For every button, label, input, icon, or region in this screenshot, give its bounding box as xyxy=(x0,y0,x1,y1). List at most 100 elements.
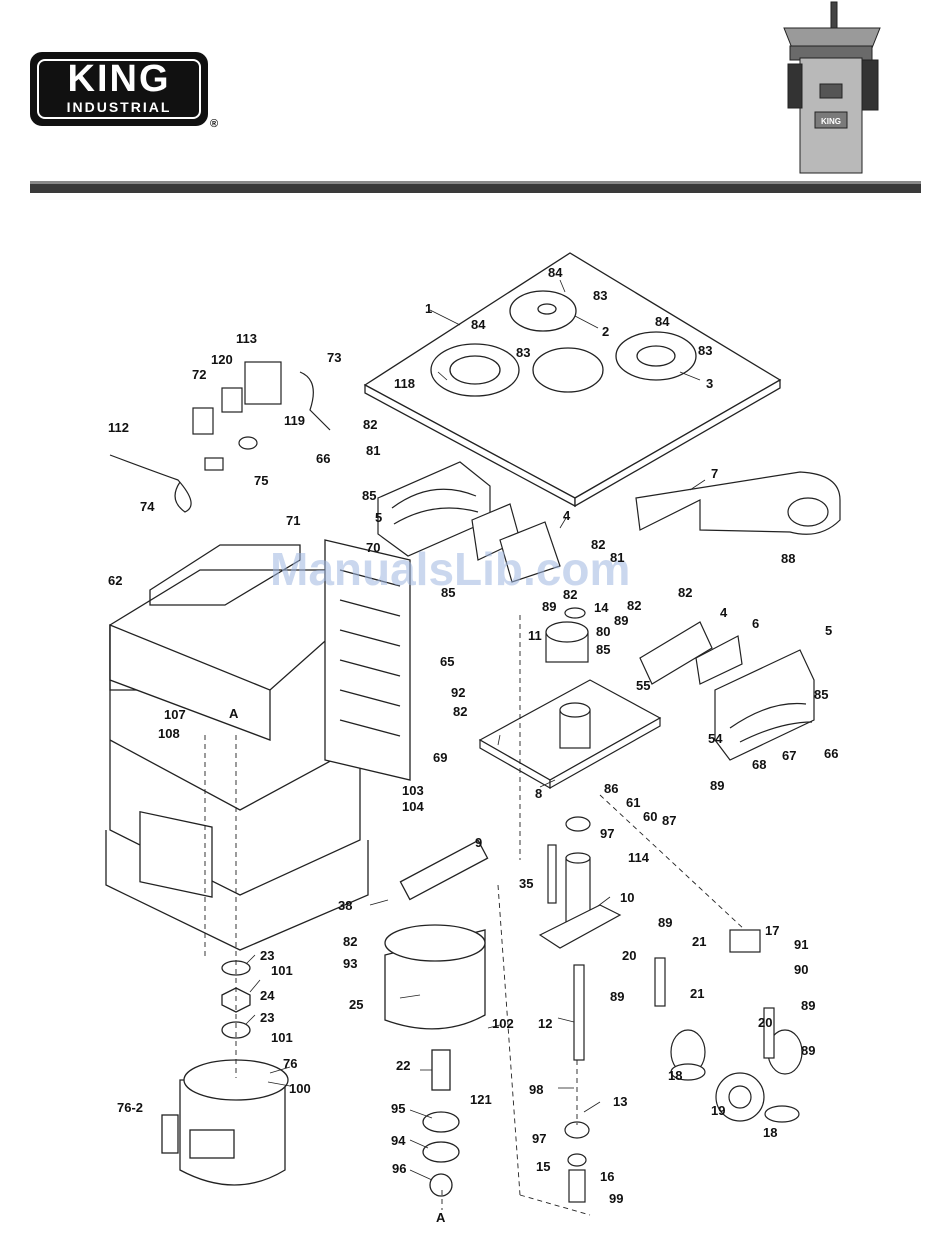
callout-87: 87 xyxy=(662,813,676,828)
callout-99: 99 xyxy=(609,1191,623,1206)
header-rule xyxy=(30,181,921,193)
callout-89-f: 89 xyxy=(801,998,815,1013)
callout-72: 72 xyxy=(192,367,206,382)
callout-18-left: 18 xyxy=(668,1068,682,1083)
electrical-parts xyxy=(109,361,331,513)
callout-54: 54 xyxy=(708,731,723,746)
callout-24: 24 xyxy=(260,988,275,1003)
callout-101-upper: 101 xyxy=(271,963,293,978)
callout-5-left: 5 xyxy=(375,510,382,525)
callout-100: 100 xyxy=(289,1081,311,1096)
callout-83-right: 83 xyxy=(698,343,712,358)
callout-112: 112 xyxy=(108,420,129,435)
callout-66-right: 66 xyxy=(824,746,838,761)
callout-103: 103 xyxy=(402,783,424,798)
watermark: ManualsLib.com xyxy=(270,543,630,595)
trunnion-assembly xyxy=(377,461,841,761)
callout-101-lower: 101 xyxy=(271,1030,293,1045)
callout-61: 61 xyxy=(626,795,640,810)
motor-assembly xyxy=(161,839,489,1197)
table-top xyxy=(363,252,782,508)
callout-92: 92 xyxy=(451,685,465,700)
leader-lines xyxy=(245,279,706,1181)
callout-89-g: 89 xyxy=(801,1043,815,1058)
callout-89-c: 89 xyxy=(710,778,724,793)
callout-19: 19 xyxy=(711,1103,725,1118)
callout-76: 76 xyxy=(283,1056,297,1071)
callout-81-left: 81 xyxy=(366,443,380,458)
callout-80: 80 xyxy=(596,624,610,639)
callout-85-d: 85 xyxy=(814,687,828,702)
callout-3: 3 xyxy=(706,376,713,391)
callout-91: 91 xyxy=(794,937,808,952)
motor-plate xyxy=(478,607,662,790)
callout-13: 13 xyxy=(613,1094,627,1109)
callout-4-lower: 4 xyxy=(720,605,728,620)
callout-7: 7 xyxy=(711,466,718,481)
header-rule-highlight xyxy=(30,181,921,184)
callout-22: 22 xyxy=(396,1058,410,1073)
callout-62: 62 xyxy=(108,573,122,588)
callout-1: 1 xyxy=(425,301,432,316)
callout-2: 2 xyxy=(602,324,609,339)
callout-82-b: 82 xyxy=(591,537,605,552)
callout-74: 74 xyxy=(140,499,155,514)
callout-12: 12 xyxy=(538,1016,552,1031)
callout-93: 93 xyxy=(343,956,357,971)
machine-thumbnail: KING xyxy=(783,1,881,174)
logo-brand-sub: INDUSTRIAL xyxy=(66,99,172,115)
callout-23-lower: 23 xyxy=(260,1010,274,1025)
callout-98: 98 xyxy=(529,1082,543,1097)
callout-95: 95 xyxy=(391,1101,405,1116)
callout-9: 9 xyxy=(475,835,482,850)
callout-84-left: 84 xyxy=(471,317,486,332)
callout-60: 60 xyxy=(643,809,657,824)
callout-82-a: 82 xyxy=(363,417,377,432)
registered-mark: ® xyxy=(210,118,219,130)
callout-86: 86 xyxy=(604,781,618,796)
callout-84-right: 84 xyxy=(655,314,670,329)
callout-88: 88 xyxy=(781,551,795,566)
callout-97-lower: 97 xyxy=(532,1131,546,1146)
callout-83-left: 83 xyxy=(516,345,530,360)
callout-82-e: 82 xyxy=(678,585,692,600)
callout-76-2: 76-2 xyxy=(117,1100,143,1115)
callout-55: 55 xyxy=(636,678,650,693)
callout-8: 8 xyxy=(535,786,542,801)
callout-119: 119 xyxy=(284,413,305,428)
callout-11: 11 xyxy=(528,628,542,643)
callout-114: 114 xyxy=(628,850,650,865)
callout-17: 17 xyxy=(765,923,779,938)
callout-118: 118 xyxy=(394,376,415,391)
callout-120: 120 xyxy=(211,352,233,367)
callout-85-c: 85 xyxy=(596,642,610,657)
callout-102: 102 xyxy=(492,1016,514,1031)
callout-82-c: 82 xyxy=(563,587,577,602)
callout-18-right: 18 xyxy=(763,1125,777,1140)
callout-35: 35 xyxy=(519,876,533,891)
callout-5-right: 5 xyxy=(825,623,832,638)
callout-82-g: 82 xyxy=(343,934,357,949)
callout-20-left: 20 xyxy=(622,948,636,963)
callout-16: 16 xyxy=(600,1169,614,1184)
callout-104: 104 xyxy=(402,799,424,814)
callout-75: 75 xyxy=(254,473,268,488)
callout-69: 69 xyxy=(433,750,447,765)
king-industrial-logo: KING INDUSTRIAL xyxy=(30,52,208,126)
callout-21-upper: 21 xyxy=(692,934,706,949)
callout-108: 108 xyxy=(158,726,180,741)
callout-82-f: 82 xyxy=(453,704,467,719)
callout-89-a: 89 xyxy=(542,599,556,614)
callout-81-right: 81 xyxy=(610,550,624,565)
spindle-assembly xyxy=(538,816,803,1203)
callout-89-d: 89 xyxy=(658,915,672,930)
callout-15: 15 xyxy=(536,1159,550,1174)
callout-73: 73 xyxy=(327,350,341,365)
logo-brand-name: KING xyxy=(67,58,171,100)
callout-66-left: 66 xyxy=(316,451,330,466)
callout-97-upper: 97 xyxy=(600,826,614,841)
callout-68: 68 xyxy=(752,757,766,772)
callout-83-upper: 83 xyxy=(593,288,607,303)
callout-38: 38 xyxy=(338,898,352,913)
